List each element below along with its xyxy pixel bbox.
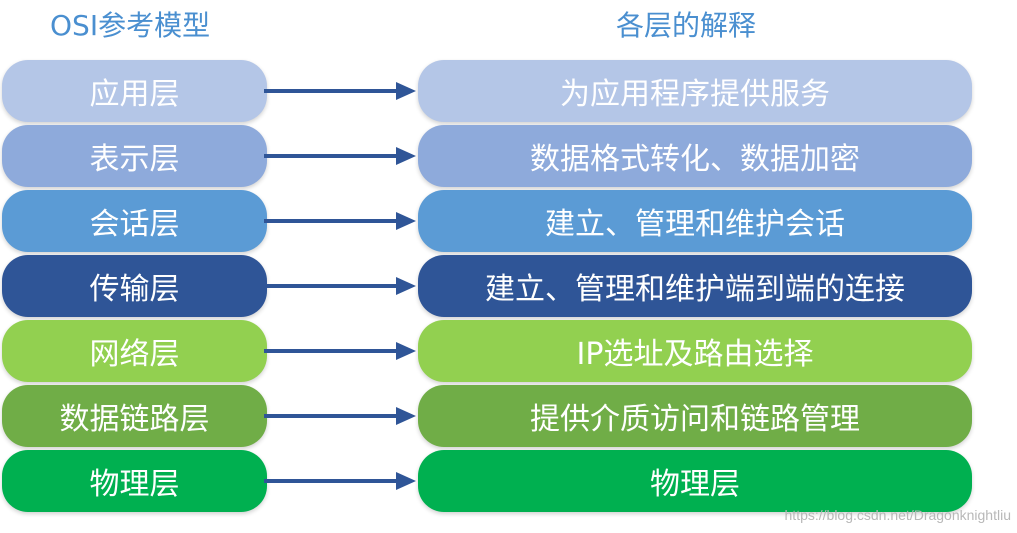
arrow-head	[396, 147, 416, 165]
arrow-head	[396, 82, 416, 100]
layer-name-label: 传输层	[89, 272, 180, 307]
layer-description-pill: 建立、管理和维护会话	[418, 190, 972, 252]
layer-description-pill: 提供介质访问和链路管理	[418, 385, 972, 447]
layer-description-pill: 建立、管理和维护端到端的连接	[418, 255, 972, 317]
layer-name-pill: 数据链路层	[2, 385, 267, 447]
arrow-head	[396, 472, 416, 490]
arrow-head	[396, 277, 416, 295]
layer-description-pill: 数据格式转化、数据加密	[418, 125, 972, 187]
layer-name-label: 物理层	[89, 467, 180, 502]
layer-description-label: 物理层	[650, 467, 740, 502]
osi-model-heading: OSI参考模型	[50, 9, 211, 42]
layer-name-label: 表示层	[89, 142, 180, 177]
layer-name-label: 网络层	[89, 337, 180, 372]
layer-name-label: 数据链路层	[59, 402, 210, 437]
layer-description-label: 建立、管理和维护会话	[545, 207, 845, 242]
layer-explanation-heading: 各层的解释	[616, 9, 757, 42]
layer-description-pill: 物理层	[418, 450, 972, 512]
layer-name-pill: 网络层	[2, 320, 267, 382]
layer-description-label: 数据格式转化、数据加密	[530, 142, 860, 177]
watermark-text: https://blog.csdn.net/Dragonknightliu	[784, 507, 1011, 523]
layer-description-label: IP选址及路由选择	[576, 337, 814, 372]
arrow-head	[396, 407, 416, 425]
arrow-head	[396, 212, 416, 230]
layer-name-pill: 应用层	[2, 60, 267, 122]
layer-name-pill: 物理层	[2, 450, 267, 512]
layer-description-label: 建立、管理和维护端到端的连接	[485, 272, 905, 307]
layer-name-pill: 表示层	[2, 125, 267, 187]
arrow-head	[396, 342, 416, 360]
layer-description-label: 提供介质访问和链路管理	[530, 402, 860, 437]
layer-description-pill: IP选址及路由选择	[418, 320, 972, 382]
layer-name-label: 会话层	[89, 207, 180, 242]
layer-description-pill: 为应用程序提供服务	[418, 60, 972, 122]
layer-name-pill: 会话层	[2, 190, 267, 252]
layer-description-label: 为应用程序提供服务	[560, 77, 830, 112]
layer-name-label: 应用层	[89, 77, 180, 112]
layer-name-pill: 传输层	[2, 255, 267, 317]
